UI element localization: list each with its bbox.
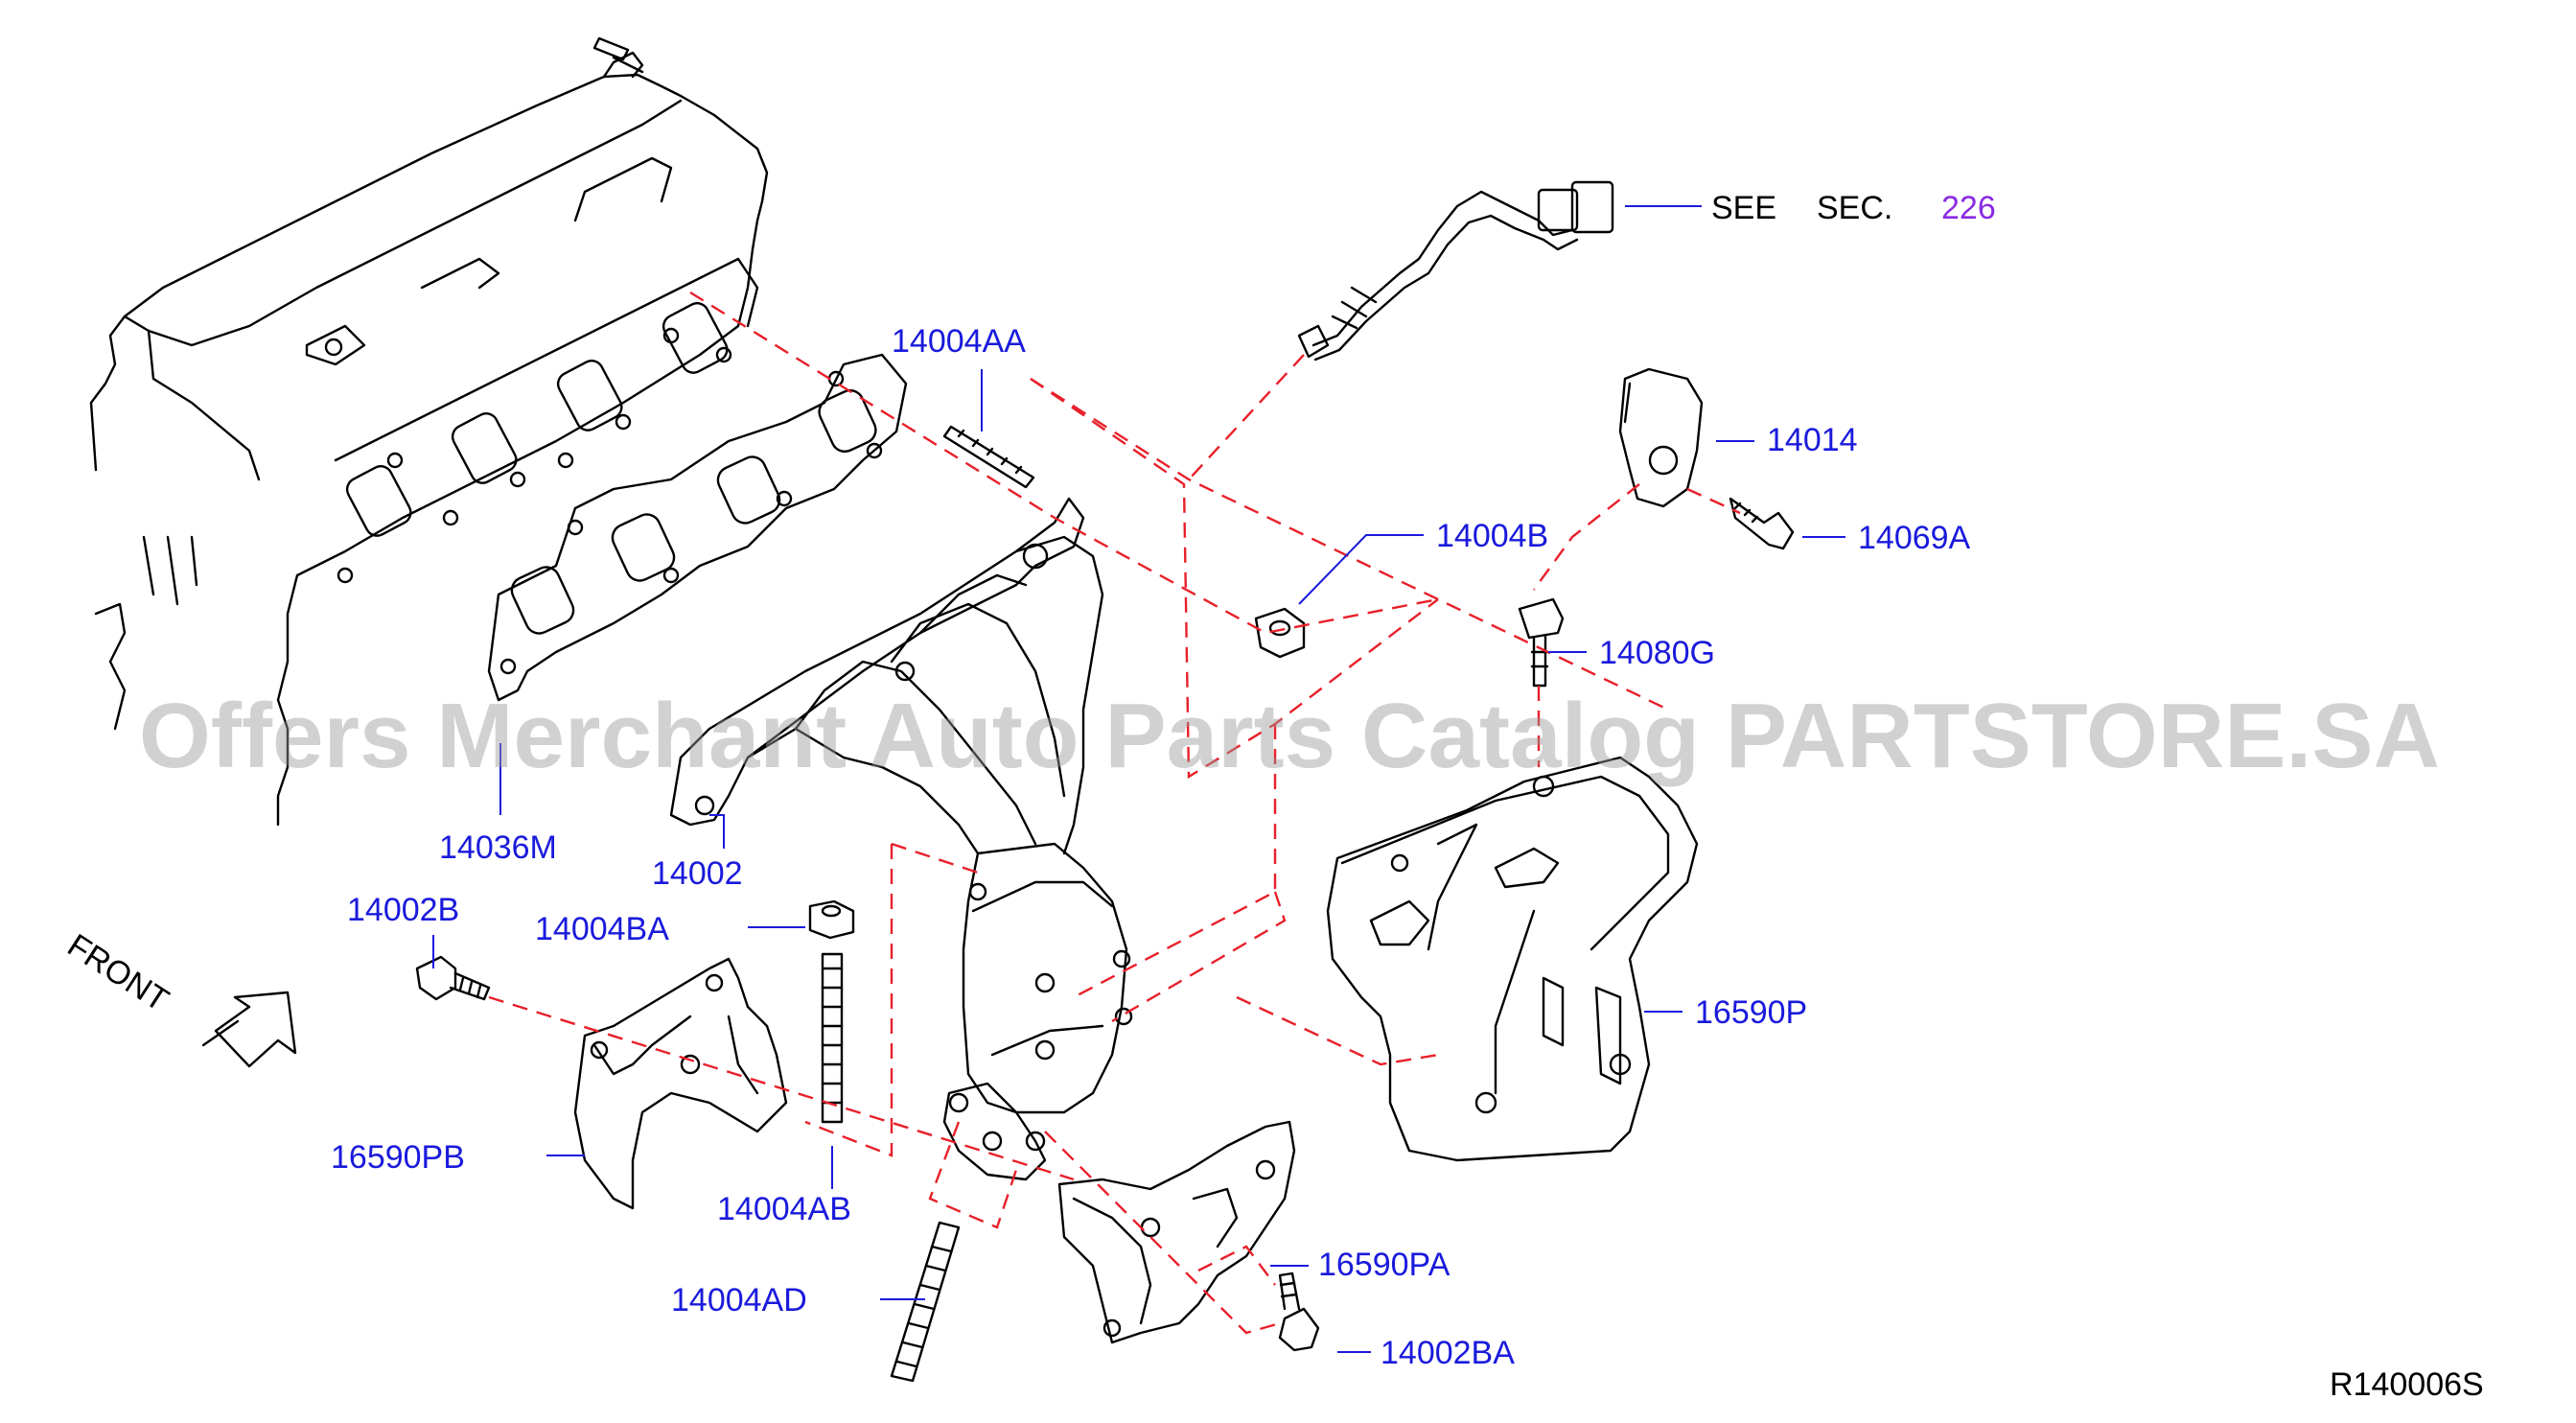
stud-14004AD: [890, 1221, 961, 1383]
watermark: Offers Merchant Auto Parts Catalog PARTS…: [139, 685, 2440, 787]
heat-shield-16590P: [1326, 756, 1699, 1162]
callout-14002BA[interactable]: 14002BA: [1381, 1335, 1515, 1371]
stud-14004BA: [808, 899, 855, 1124]
callout-14004B[interactable]: 14004B: [1436, 518, 1548, 554]
section-number-link[interactable]: 226: [1941, 190, 1996, 226]
callout-16590PA[interactable]: 16590PA: [1318, 1247, 1450, 1283]
stud-14004AA: [942, 425, 1035, 489]
callout-14004AA[interactable]: 14004AA: [892, 323, 1026, 360]
callout-14080G[interactable]: 14080G: [1599, 635, 1715, 671]
exhaust-manifold: [669, 497, 1133, 1181]
callout-16590P[interactable]: 16590P: [1695, 994, 1807, 1031]
callout-14002B[interactable]: 14002B: [347, 892, 459, 928]
callout-14014[interactable]: 14014: [1767, 422, 1858, 458]
callout-14004AD[interactable]: 14004AD: [671, 1282, 807, 1318]
see-label: SEE: [1711, 190, 1776, 226]
bolt-14002BA: [1278, 1271, 1320, 1352]
callout-16590PB[interactable]: 16590PB: [331, 1139, 465, 1176]
front-label: FRONT: [61, 927, 175, 1019]
diagram-code: R140006S: [2330, 1366, 2484, 1403]
callout-14069A[interactable]: 14069A: [1858, 520, 1971, 556]
callout-14036M[interactable]: 14036M: [439, 829, 557, 866]
oxygen-sensor: [1297, 180, 1614, 362]
alignment-lines: [488, 291, 1741, 1335]
cylinder-head-illustration: [89, 36, 769, 827]
callout-14004AB[interactable]: 14004AB: [717, 1191, 851, 1227]
bolt-14069A: [1729, 497, 1795, 550]
sec-label: SEC.: [1817, 190, 1892, 226]
callout-14004BA[interactable]: 14004BA: [535, 911, 669, 947]
section-reference: SEE SEC. 226: [1711, 190, 1996, 226]
front-arrow: FRONT: [61, 927, 297, 1068]
callout-14002[interactable]: 14002: [652, 855, 743, 892]
heat-shield-16590PB: [573, 957, 788, 1210]
bolt-14002B: [415, 955, 491, 1001]
manifold-gasket: [487, 353, 908, 702]
leader-lines: [432, 205, 1845, 1353]
bracket-14014: [1618, 367, 1704, 508]
nut-14004B: [1254, 607, 1306, 659]
heat-shield-16590PA: [1057, 1120, 1296, 1344]
